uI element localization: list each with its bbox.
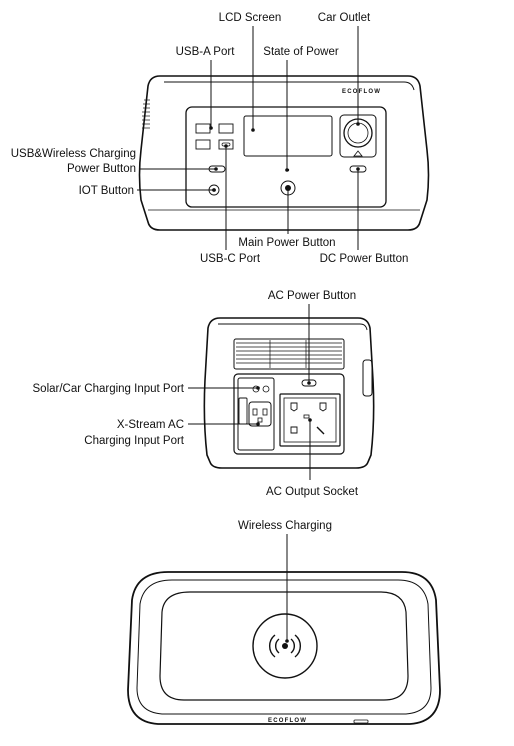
wireless-charging-coil xyxy=(252,613,318,679)
top-view: Wireless Charging ECOFLOW xyxy=(127,520,441,725)
label-ac-power-button: AC Power Button xyxy=(268,290,356,302)
xstream-ac-input-port xyxy=(248,401,272,427)
front-view: LCD Screen Car Outlet USB-A Port State o… xyxy=(11,12,430,265)
label-state-of-power: State of Power xyxy=(263,46,339,58)
label-usb-c-port: USB-C Port xyxy=(200,253,261,265)
label-iot-button: IOT Button xyxy=(79,185,134,197)
front-device-illustration: ECOFLOW xyxy=(138,75,430,231)
back-view: AC Power Button Solar/Car Charging Input… xyxy=(33,290,375,498)
solar-car-input-port-2 xyxy=(262,385,270,393)
lcd-screen xyxy=(243,115,333,157)
label-usb-wireless-line2: Power Button xyxy=(67,163,136,175)
label-solar-car-input: Solar/Car Charging Input Port xyxy=(33,383,185,395)
vent-grill xyxy=(233,338,345,370)
usb-a-port-2 xyxy=(218,123,234,134)
top-leader-lines xyxy=(285,534,289,643)
usb-a-port-3 xyxy=(195,139,211,150)
label-dc-power-button: DC Power Button xyxy=(320,253,409,265)
label-lcd-screen: LCD Screen xyxy=(219,12,282,24)
label-xstream-line1: X-Stream AC xyxy=(117,419,184,431)
label-xstream-line2: Charging Input Port xyxy=(84,435,185,447)
back-leader-lines xyxy=(188,304,312,480)
wireless-charging-pad xyxy=(159,591,409,701)
label-usb-a-port: USB-A Port xyxy=(176,46,236,58)
top-brand-logo: ECOFLOW xyxy=(268,718,307,724)
back-device-illustration xyxy=(203,317,375,469)
label-wireless-charging: Wireless Charging xyxy=(238,520,332,532)
label-usb-wireless-line1: USB&Wireless Charging xyxy=(11,148,136,160)
front-leader-lines xyxy=(137,26,360,250)
top-device-illustration: ECOFLOW xyxy=(127,571,441,725)
front-brand-logo: ECOFLOW xyxy=(342,89,381,95)
label-main-power-button: Main Power Button xyxy=(238,237,335,249)
label-car-outlet: Car Outlet xyxy=(318,12,371,24)
usb-a-port-1 xyxy=(195,123,211,134)
label-ac-output-socket: AC Output Socket xyxy=(266,486,359,498)
wireless-charging-icon xyxy=(269,634,301,658)
front-grip-ribs xyxy=(142,99,150,129)
